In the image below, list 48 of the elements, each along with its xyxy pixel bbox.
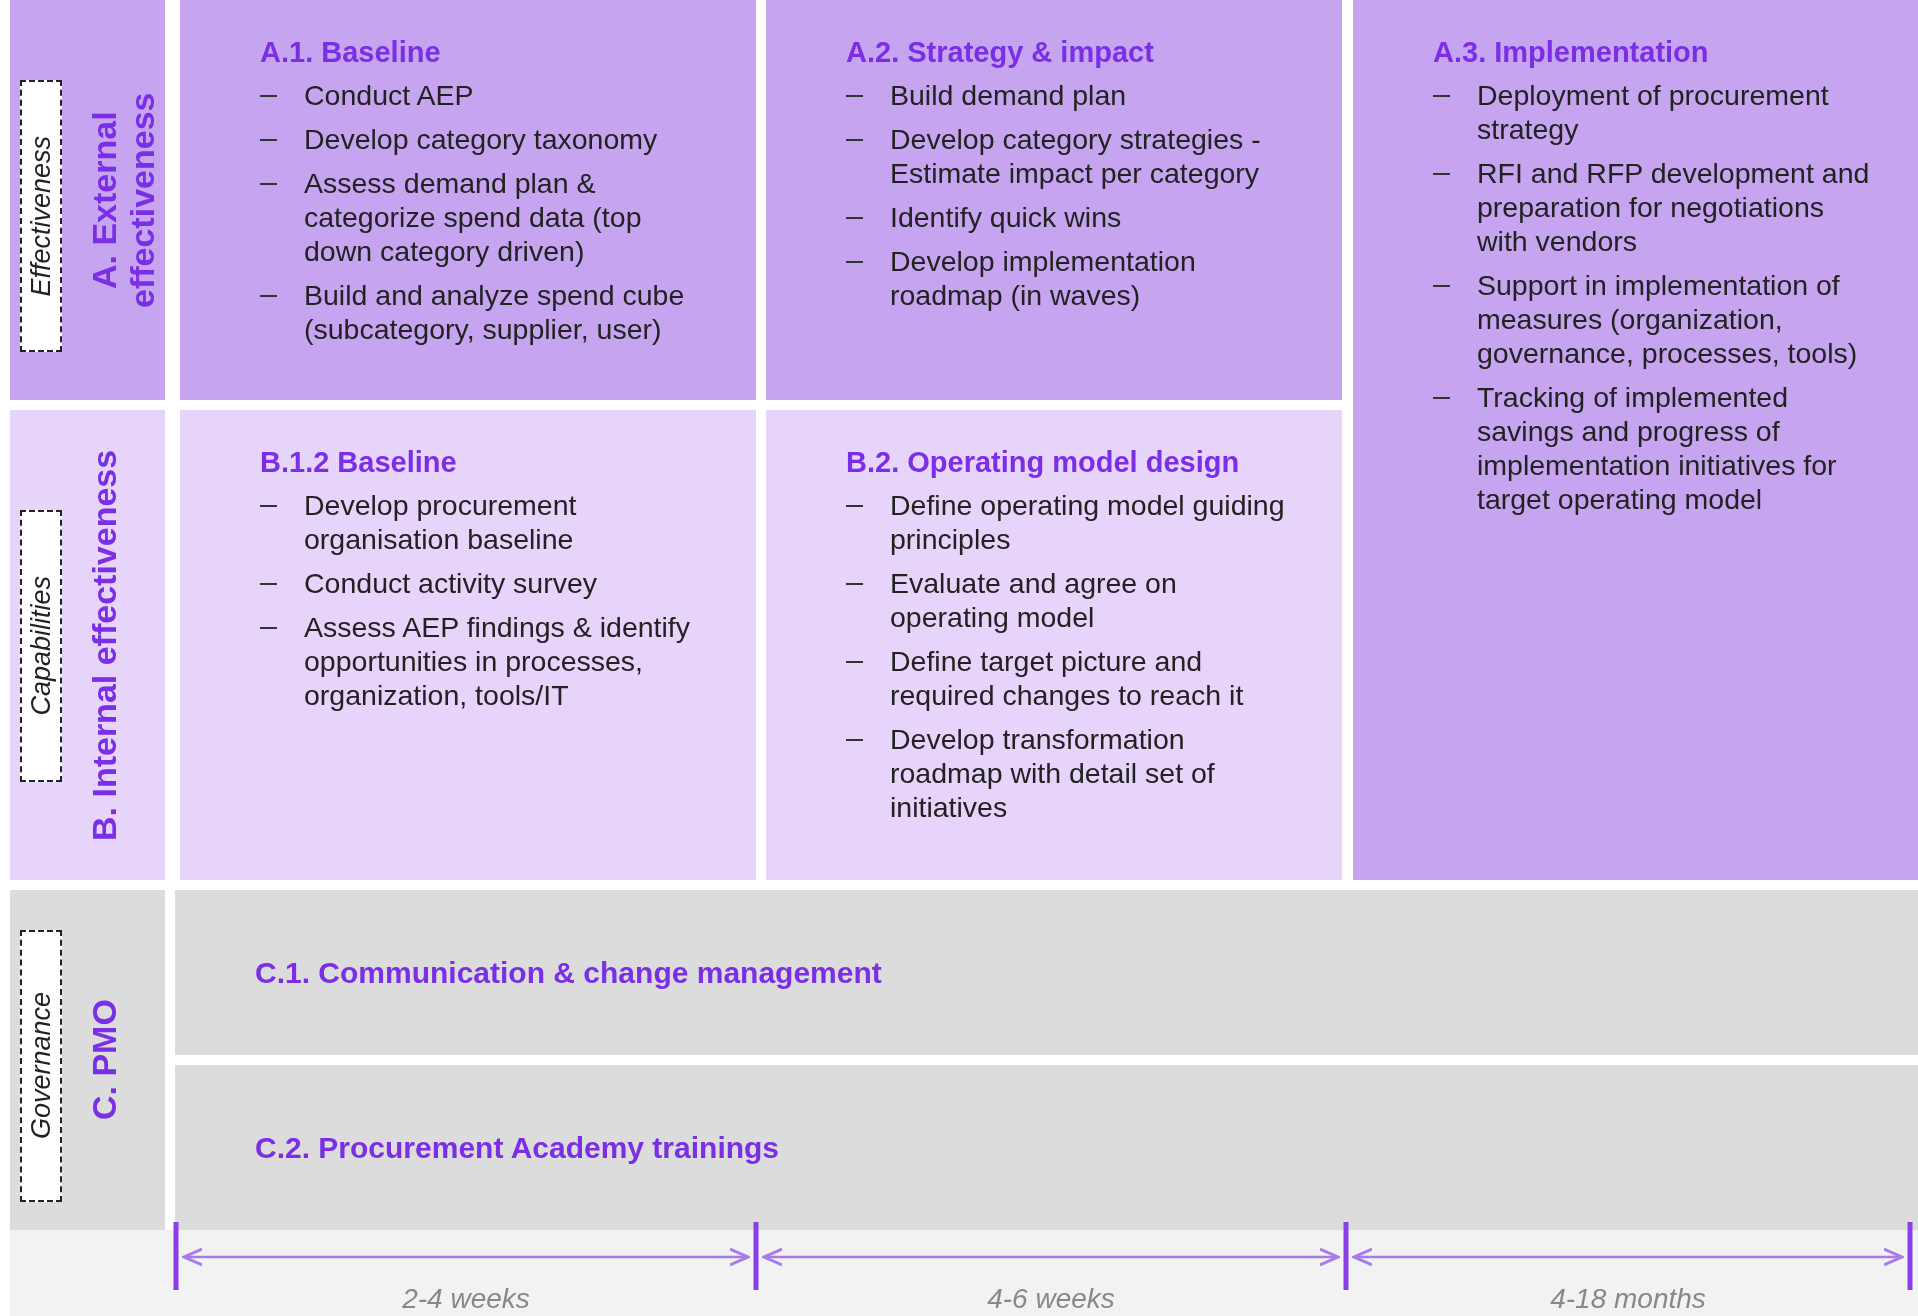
bullet-text: Tracking of implemented savings and progress of implementation initiatives for target operating model [1477, 380, 1838, 516]
dashed-label-box [20, 930, 62, 1202]
bullet-text: Develop category taxonomy [304, 122, 658, 156]
row-header-band [10, 0, 165, 400]
phase-cell [1353, 0, 1918, 880]
workstream-heading: C.2. Procurement Academy trainings [255, 1130, 780, 1165]
bullet-text: Identify quick wins [890, 200, 1122, 234]
bullet-text: Assess demand plan & categorize spend data (top down category driven) [304, 166, 643, 268]
dashed-label-box [20, 80, 62, 352]
bullet-text: Conduct AEP [304, 78, 474, 112]
bullet-text: Assess AEP findings & identify opportunities in processes, organization, tools/IT [304, 610, 692, 712]
row-header-band [10, 890, 165, 1230]
bullet-text: Develop implementation roadmap (in waves) [890, 244, 1197, 312]
bullet-text: Develop transformation roadmap with detail set of initiatives [890, 722, 1216, 824]
bullet-text: Support in implementation of measures (organization, governance, processes, tools) [1477, 268, 1859, 370]
phase-cell [180, 0, 756, 400]
bullet-text: Build demand plan [890, 78, 1127, 112]
phase-cell [766, 0, 1342, 400]
bullet-text: Define target picture and required changes to reach it [890, 644, 1245, 712]
dashed-label-box [20, 510, 62, 782]
duration-label: 4-18 months [1549, 1283, 1707, 1315]
bullet-text: RFI and RFP development and preparation for negotiations with vendors [1477, 156, 1871, 258]
bullet-text: Develop category strategies - Estimate impact per category [890, 122, 1262, 190]
phase-heading: A.2. Strategy & impact [846, 35, 1155, 70]
category-label: Governance [25, 992, 57, 1140]
row-heading: C. PMO [85, 998, 124, 1123]
workstream-bar [175, 890, 1918, 1055]
category-label: Capabilities [25, 576, 57, 716]
phase-cell [180, 410, 756, 880]
bullet-text: Develop procurement organisation baseline [304, 488, 578, 556]
phase-heading: A.1. Baseline [260, 35, 442, 70]
bullet-text: Deployment of procurement strategy [1477, 78, 1830, 146]
phase-heading: B.2. Operating model design [846, 445, 1241, 480]
bullet-text: Define operating model guiding principles [890, 488, 1286, 556]
phase-cell [766, 410, 1342, 880]
bullet-text: Evaluate and agree on operating model [890, 566, 1178, 634]
duration-label: 2-4 weeks [401, 1283, 531, 1315]
row-heading: B. Internal effectiveness [85, 448, 124, 843]
workstream-bar [175, 1065, 1918, 1230]
phase-heading: B.1.2 Baseline [260, 445, 458, 480]
phase-heading: A.3. Implementation [1433, 35, 1710, 70]
bullet-text: Conduct activity survey [304, 566, 598, 600]
category-label: Effectiveness [25, 135, 57, 297]
row-header-band [10, 410, 165, 880]
bullet-text: Build and analyze spend cube (subcategory, supplier, user) [304, 278, 686, 346]
duration-label: 4-6 weeks [986, 1283, 1116, 1315]
row-heading: A. External effectiveness [85, 91, 162, 310]
workstream-heading: C.1. Communication & change management [255, 955, 882, 990]
